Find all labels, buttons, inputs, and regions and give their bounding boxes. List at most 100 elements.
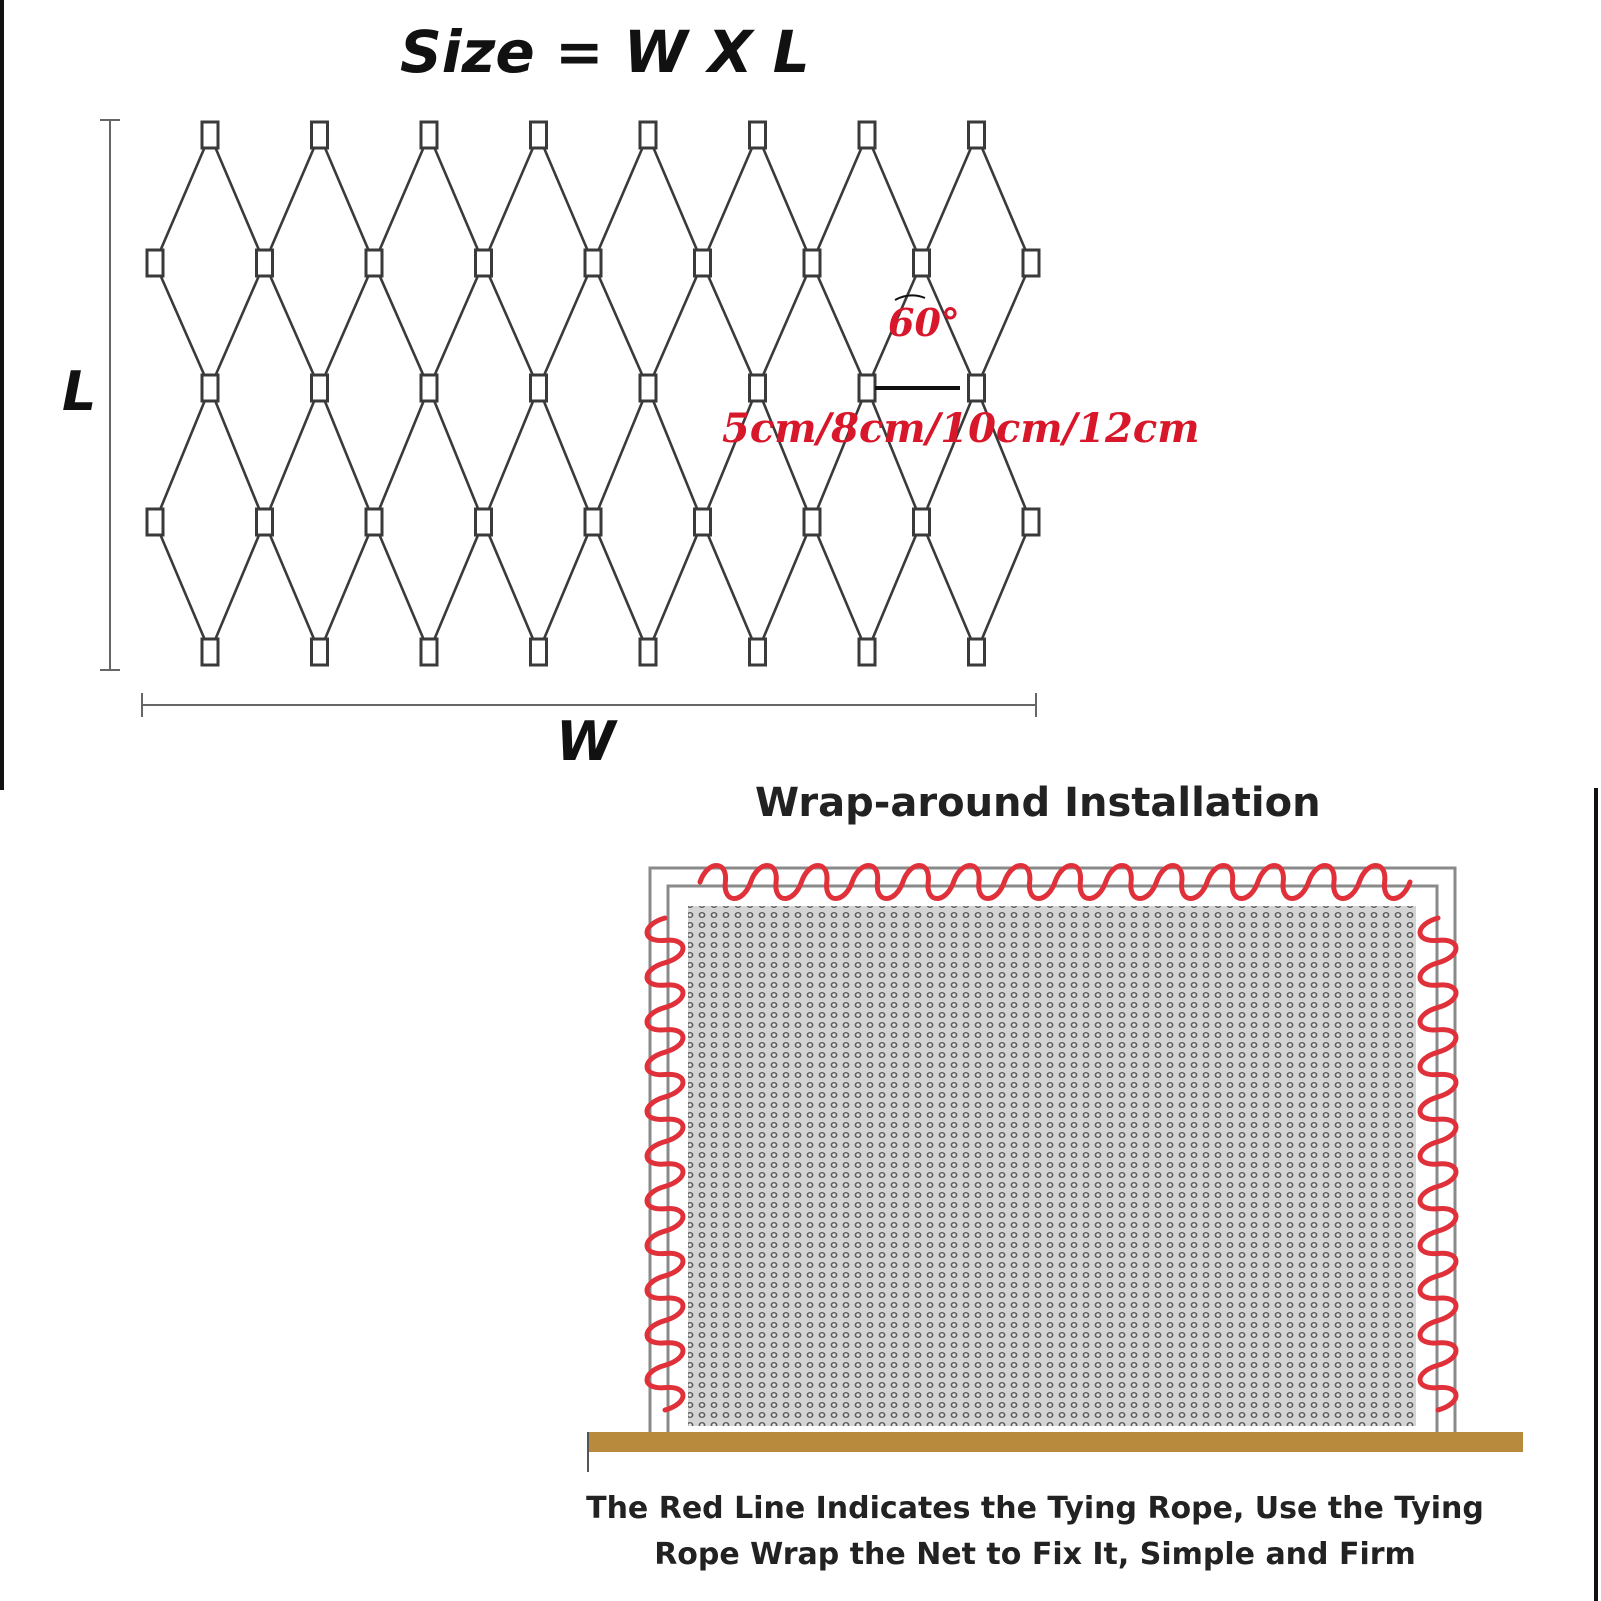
mesh-strand: [810, 134, 869, 264]
mesh-strand: [646, 521, 704, 653]
mesh-clip: [145, 507, 165, 537]
mesh-clip: [583, 248, 603, 278]
mesh-strand: [701, 262, 759, 389]
tying-rope-top: [697, 863, 1413, 901]
mesh-strand: [701, 521, 759, 653]
mesh-strand: [427, 134, 485, 264]
mesh-clip: [310, 120, 329, 150]
mesh-strand: [646, 134, 704, 264]
mesh-clip: [1021, 507, 1041, 537]
mesh-strand: [537, 521, 595, 653]
mesh-strand: [756, 521, 814, 653]
mesh-clip: [693, 507, 712, 537]
mesh-clip: [967, 120, 986, 150]
mesh-clip: [529, 120, 548, 150]
mesh-strand: [920, 387, 978, 523]
mesh-strand: [865, 134, 923, 264]
mesh-strand: [756, 387, 814, 523]
mesh-strand: [263, 387, 321, 523]
mesh-clip: [529, 373, 548, 403]
size-formula-title: Size = W X L: [400, 18, 810, 86]
mesh-strand: [646, 262, 704, 389]
mesh-strand: [263, 521, 321, 653]
mesh-clip: [310, 373, 329, 403]
mesh-strand: [920, 262, 978, 389]
mesh-strand: [318, 521, 376, 653]
mesh-strand: [427, 387, 485, 523]
mesh-clip: [638, 120, 658, 150]
mesh-strand: [372, 387, 431, 523]
mesh-clip: [419, 373, 439, 403]
mesh-strand: [427, 521, 485, 653]
mesh-strand: [153, 262, 212, 389]
mesh-strand: [920, 521, 978, 653]
mesh-clip: [310, 637, 329, 667]
mesh-clip: [693, 248, 712, 278]
mesh-clip: [145, 248, 165, 278]
mesh-strand: [263, 134, 321, 264]
mesh-strand: [153, 387, 212, 523]
mesh-clip: [748, 373, 767, 403]
mesh-strand: [865, 387, 923, 523]
mesh-strand: [537, 387, 595, 523]
mesh-strand: [537, 262, 595, 389]
mesh-strand: [701, 134, 759, 264]
angle-arc: [894, 294, 926, 301]
diamond-mesh-diagram: [0, 0, 1041, 790]
mesh-strand: [756, 134, 814, 264]
mesh-strand: [591, 262, 650, 389]
mesh-strand: [920, 134, 978, 264]
mesh-clip: [638, 637, 658, 667]
mesh-strand: [810, 387, 869, 523]
mesh-strand: [208, 521, 266, 653]
mesh-strand: [646, 387, 704, 523]
mesh-strand: [701, 387, 759, 523]
mesh-strand: [537, 134, 595, 264]
mesh-strand: [810, 262, 869, 389]
mesh-strand: [591, 387, 650, 523]
inner-frame: [666, 884, 1439, 1432]
mesh-strand: [591, 134, 650, 264]
mesh-clip: [364, 248, 384, 278]
mesh-strand: [318, 262, 376, 389]
caption-line-2: Rope Wrap the Net to Fix It, Simple and …: [654, 1537, 1416, 1572]
mesh-clip: [200, 637, 220, 667]
mesh-clip: [857, 637, 877, 667]
mesh-clip: [802, 248, 822, 278]
mesh-strand: [263, 262, 321, 389]
mesh-strand: [482, 521, 540, 653]
mesh-strand: [318, 134, 376, 264]
net-mesh: [688, 906, 1416, 1426]
mesh-size-label: 5cm/8cm/10cm/12cm: [722, 405, 1200, 452]
mesh-clip: [802, 507, 822, 537]
mesh-strand: [756, 262, 814, 389]
mesh-strand: [318, 387, 376, 523]
mesh-strand: [372, 134, 431, 264]
mesh-strand: [427, 262, 485, 389]
mesh-clip: [912, 248, 931, 278]
mesh-strand: [208, 262, 266, 389]
mesh-clip: [419, 637, 439, 667]
width-label: W: [556, 710, 616, 773]
mesh-strand: [208, 387, 266, 523]
angle-label: 60°: [888, 300, 960, 345]
mesh-clip: [967, 637, 986, 667]
mesh-strand: [591, 521, 650, 653]
mesh-clip: [474, 248, 493, 278]
mesh-clip: [255, 248, 274, 278]
mesh-strand: [153, 521, 212, 653]
mesh-clip: [748, 637, 767, 667]
mesh-clip: [529, 637, 548, 667]
mesh-strand: [975, 387, 1033, 523]
installation-caption: The Red Line Indicates the Tying Rope, U…: [585, 1486, 1485, 1578]
mesh-clip: [857, 120, 877, 150]
mesh-clips: [145, 120, 1041, 667]
ground-bar: [588, 1432, 1523, 1452]
installation-title: Wrap-around Installation: [755, 780, 1321, 826]
mesh-clip: [912, 507, 931, 537]
outer-frame: [648, 866, 1457, 1432]
mesh-strand: [482, 262, 540, 389]
mesh-clip: [748, 120, 767, 150]
mesh-clip: [364, 507, 384, 537]
